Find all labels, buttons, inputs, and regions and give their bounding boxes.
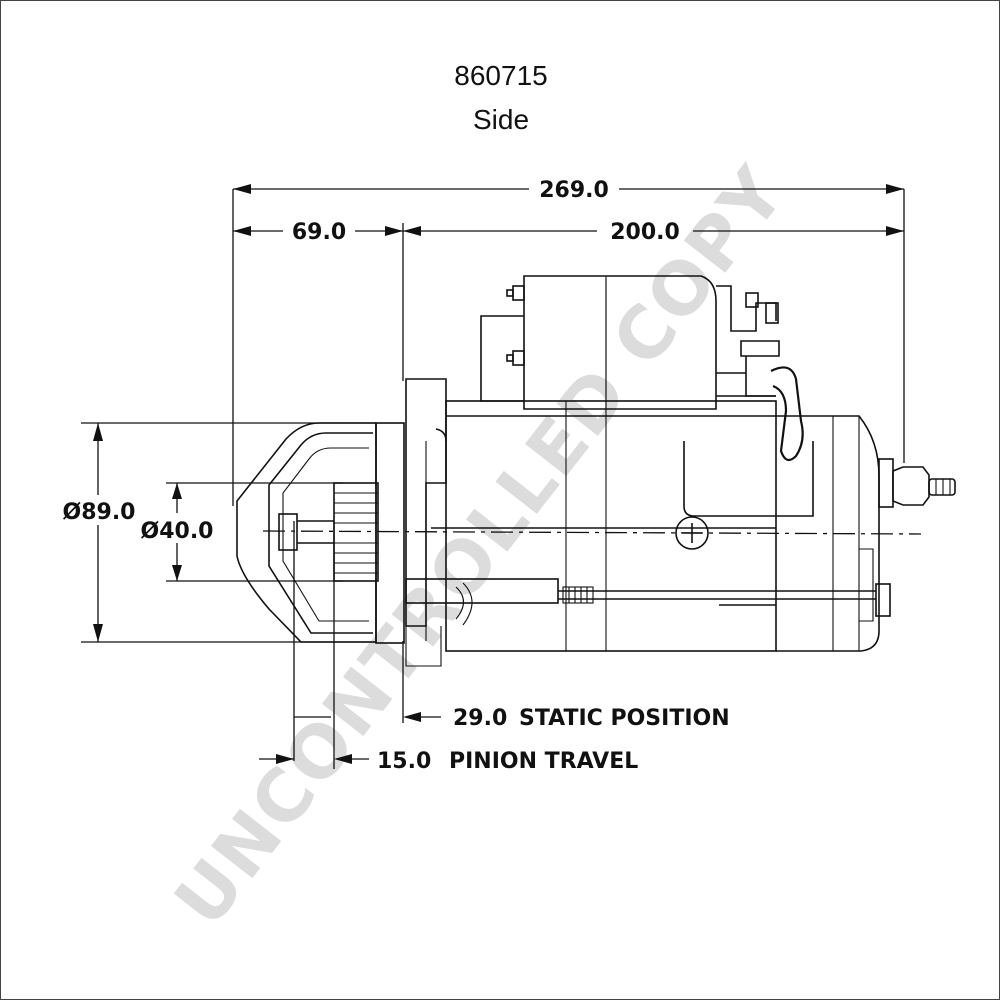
body-length-label: 200.0 — [610, 220, 680, 245]
front-length-label: 69.0 — [292, 220, 346, 245]
dim-overall-length — [232, 184, 905, 506]
shaft-tip — [278, 513, 334, 551]
view-label: Side — [473, 104, 529, 135]
dim-pinion-diameter — [166, 482, 343, 582]
solenoid-terminals — [716, 285, 804, 462]
terminal-stud — [878, 458, 956, 508]
pinion-gear — [333, 482, 379, 582]
static-position-label: STATIC POSITION — [519, 706, 730, 731]
pinion-travel-value: 15.0 — [377, 749, 431, 774]
watermark-text: UNCONTROLLED COPY — [158, 151, 801, 941]
mounting-flange — [375, 378, 447, 667]
dim-flange-diameter — [81, 422, 376, 643]
dim-front-length — [233, 223, 404, 381]
through-bolt — [405, 578, 891, 626]
nose-housing — [236, 422, 377, 643]
overall-length-label: 269.0 — [539, 178, 609, 203]
dim-body-length — [403, 226, 904, 236]
pinion-travel-label: PINION TRAVEL — [449, 749, 638, 774]
cross-screw — [675, 516, 709, 550]
static-position-value: 29.0 — [453, 706, 507, 731]
flange-diameter-label: Ø89.0 — [63, 500, 136, 525]
dim-static-position — [293, 521, 441, 761]
centre-line — [262, 530, 922, 535]
pinion-diameter-label: Ø40.0 — [141, 519, 214, 544]
part-number: 860715 — [454, 60, 547, 91]
